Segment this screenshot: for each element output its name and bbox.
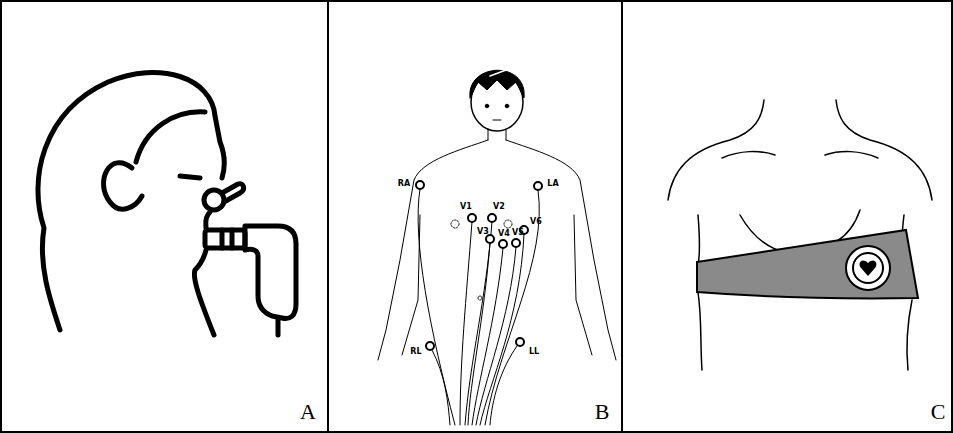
spirometry-figure: [38, 72, 296, 335]
electrode-label: V4: [498, 230, 510, 238]
electrode-label: V1: [460, 203, 472, 211]
panel-letter: B: [595, 401, 610, 423]
panel-letter: C: [931, 401, 946, 423]
chest-strap: [697, 230, 918, 298]
electrode-label: RL: [410, 348, 421, 356]
panel-letter: A: [300, 401, 316, 423]
electrode-label: V3: [477, 228, 489, 236]
electrode: [416, 181, 542, 350]
electrode-label: RA: [398, 180, 410, 188]
electrode-label: V2: [493, 203, 505, 211]
electrode-label: V5: [512, 229, 524, 237]
electrode-label: LA: [547, 180, 558, 188]
electrode-label: LL: [529, 348, 539, 356]
chest-strap-figure: [668, 100, 932, 370]
electrode-label: V6: [530, 218, 542, 226]
ecg-figure: [378, 66, 616, 425]
